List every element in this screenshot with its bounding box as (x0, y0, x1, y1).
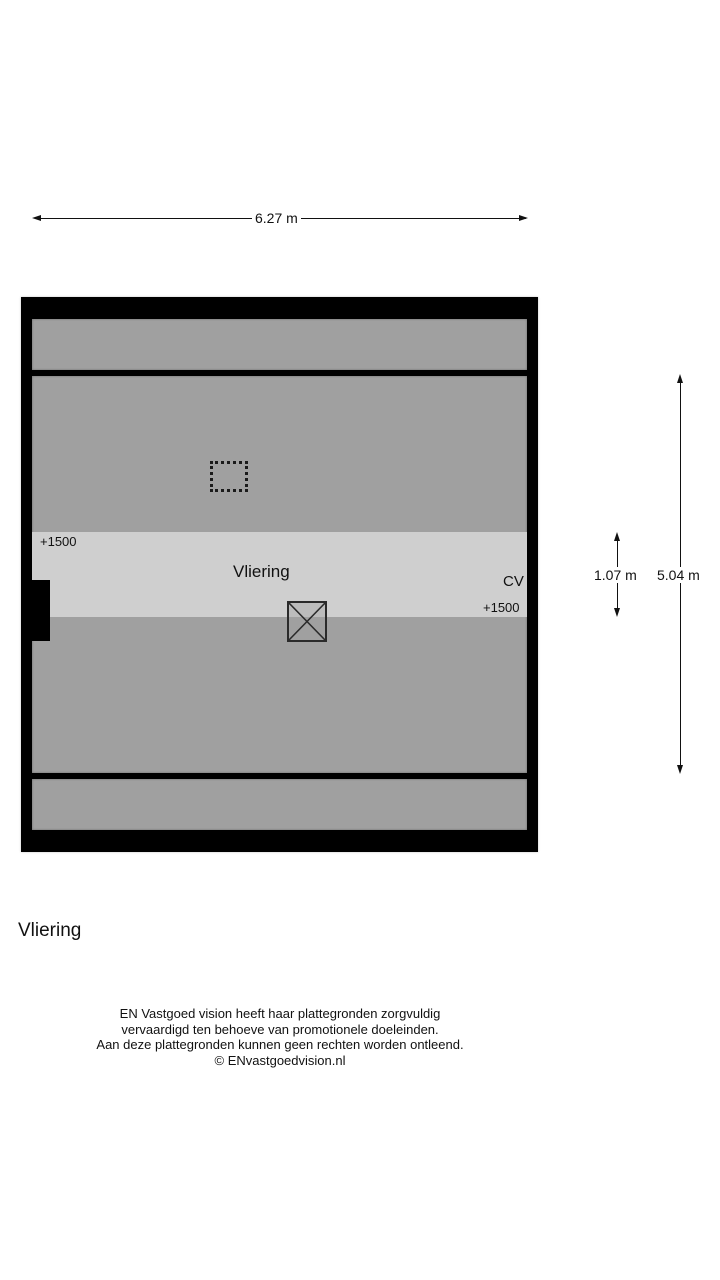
arrow-up-icon (677, 374, 683, 383)
bottom-eave-panel (32, 779, 527, 830)
full-height-band (32, 532, 527, 617)
arrow-down-icon (677, 765, 683, 774)
disclaimer-line: EN Vastgoed vision heeft haar plattegron… (119, 1006, 441, 1021)
arrow-up-icon (614, 532, 620, 541)
disclaimer-line: vervaardigd ten behoeve van promotionele… (121, 1021, 439, 1037)
cv-label: CV (503, 573, 524, 590)
disclaimer: EN Vastgoed vision heeft haar plattegron… (60, 1006, 500, 1068)
level-right-label: +1500 (483, 600, 520, 615)
arrow-left-icon (32, 215, 41, 221)
skylight-icon (210, 461, 248, 492)
room-label: Vliering (233, 562, 290, 581)
band-depth-label: 1.07 m (591, 567, 640, 583)
total-depth-label: 5.04 m (654, 567, 703, 583)
arrow-down-icon (614, 608, 620, 617)
width-dimension-label: 6.27 m (252, 210, 301, 226)
attic-hatch-icon (287, 601, 327, 642)
disclaimer-line: Aan deze plattegronden kunnen geen recht… (96, 1037, 464, 1052)
top-eave-panel (32, 319, 527, 370)
copyright-line: © ENvastgoedvision.nl (214, 1052, 346, 1068)
level-left-label: +1500 (40, 534, 77, 549)
floor-caption: Vliering (18, 920, 82, 941)
arrow-right-icon (519, 215, 528, 221)
chimney-notch (21, 580, 50, 641)
